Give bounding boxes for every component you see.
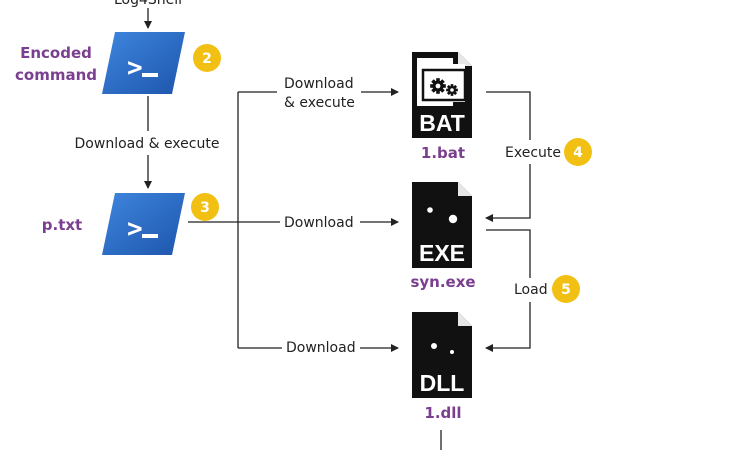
svg-text:2: 2 [202, 51, 212, 67]
svg-text:4: 4 [573, 145, 583, 161]
edge-label-download-bat-2: & execute [284, 95, 355, 111]
svg-text:5: 5 [561, 282, 571, 298]
edge-label-download-bat-1: Download [284, 76, 354, 92]
edge-label-download-exe: Download [284, 215, 354, 231]
badge-3: 3 [191, 193, 219, 221]
svg-text:EXE: EXE [419, 240, 465, 266]
bat-caption: 1.bat [421, 144, 465, 162]
encoded-command-title-line2: command [15, 66, 97, 84]
edge-label-load: Load [514, 282, 548, 298]
edge-label-download-execute: Download & execute [75, 136, 220, 152]
powershell-icon: > [102, 193, 185, 255]
exe-caption: syn.exe [410, 273, 475, 291]
log4shell-label: Log4Shell [114, 0, 182, 8]
dll-file-icon: DLL [412, 312, 472, 398]
svg-text:3: 3 [200, 200, 210, 216]
edge-label-download-dll: Download [286, 340, 356, 356]
gears-icon [424, 336, 444, 356]
badge-4: 4 [564, 138, 592, 166]
svg-text:>: > [127, 53, 143, 83]
svg-text:>: > [127, 214, 143, 244]
exe-file-icon: EXE [412, 182, 472, 268]
dll-caption: 1.dll [424, 404, 461, 422]
ptxt-title: p.txt [42, 216, 82, 234]
gears-icon [420, 200, 440, 220]
edge-label-execute: Execute [505, 145, 561, 161]
powershell-icon: > [102, 32, 185, 94]
svg-text:DLL: DLL [420, 370, 465, 396]
gears-icon [430, 78, 446, 94]
badge-5: 5 [552, 275, 580, 303]
encoded-command-title-line1: Encoded [20, 44, 92, 62]
svg-text:BAT: BAT [419, 110, 465, 136]
bat-file-icon: BAT [412, 52, 472, 138]
badge-2: 2 [193, 44, 221, 72]
